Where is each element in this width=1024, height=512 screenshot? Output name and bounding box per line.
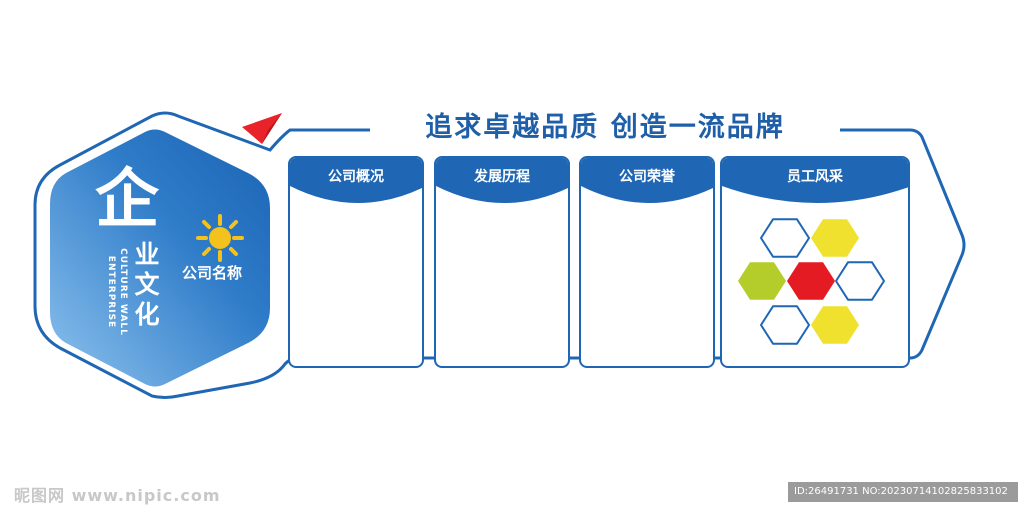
panel-label: 公司概况	[328, 169, 384, 185]
panel-company-honors[interactable]: 公司荣誉	[579, 156, 715, 368]
panel-staff-showcase[interactable]: 员工风采	[720, 156, 910, 368]
panel-label: 发展历程	[474, 169, 530, 185]
watermark-site: 昵图网 www.nipic.com	[14, 486, 221, 505]
badge-english-line1: CULTURE WALL	[118, 248, 128, 336]
badge-english-line2: ENTERPRISE	[106, 255, 116, 329]
badge-hexagon	[50, 129, 270, 387]
panel-label: 员工风采	[787, 169, 843, 185]
panel-header: 公司荣誉	[581, 158, 713, 208]
paper-plane-icon	[242, 113, 282, 144]
panel-header: 发展历程	[436, 158, 568, 208]
panel-header: 公司概况	[290, 158, 422, 208]
panel-header: 员工风采	[722, 158, 908, 208]
badge-title-big: 企	[95, 162, 159, 237]
slogan-heading: 追求卓越品质 创造一流品牌	[370, 108, 840, 148]
sun-icon	[196, 214, 244, 262]
panel-company-overview[interactable]: 公司概况	[288, 156, 424, 368]
watermark-id: ID:26491731 NO:20230714102825833102	[788, 482, 1018, 502]
company-name: 公司名称	[182, 264, 243, 282]
badge-title-small: 业文化	[134, 240, 160, 329]
outer-outline	[33, 111, 966, 399]
panel-label: 公司荣誉	[619, 169, 675, 185]
panel-development-history[interactable]: 发展历程	[434, 156, 570, 368]
badge-english-text: CULTURE WALL ENTERPRISE	[105, 248, 129, 336]
